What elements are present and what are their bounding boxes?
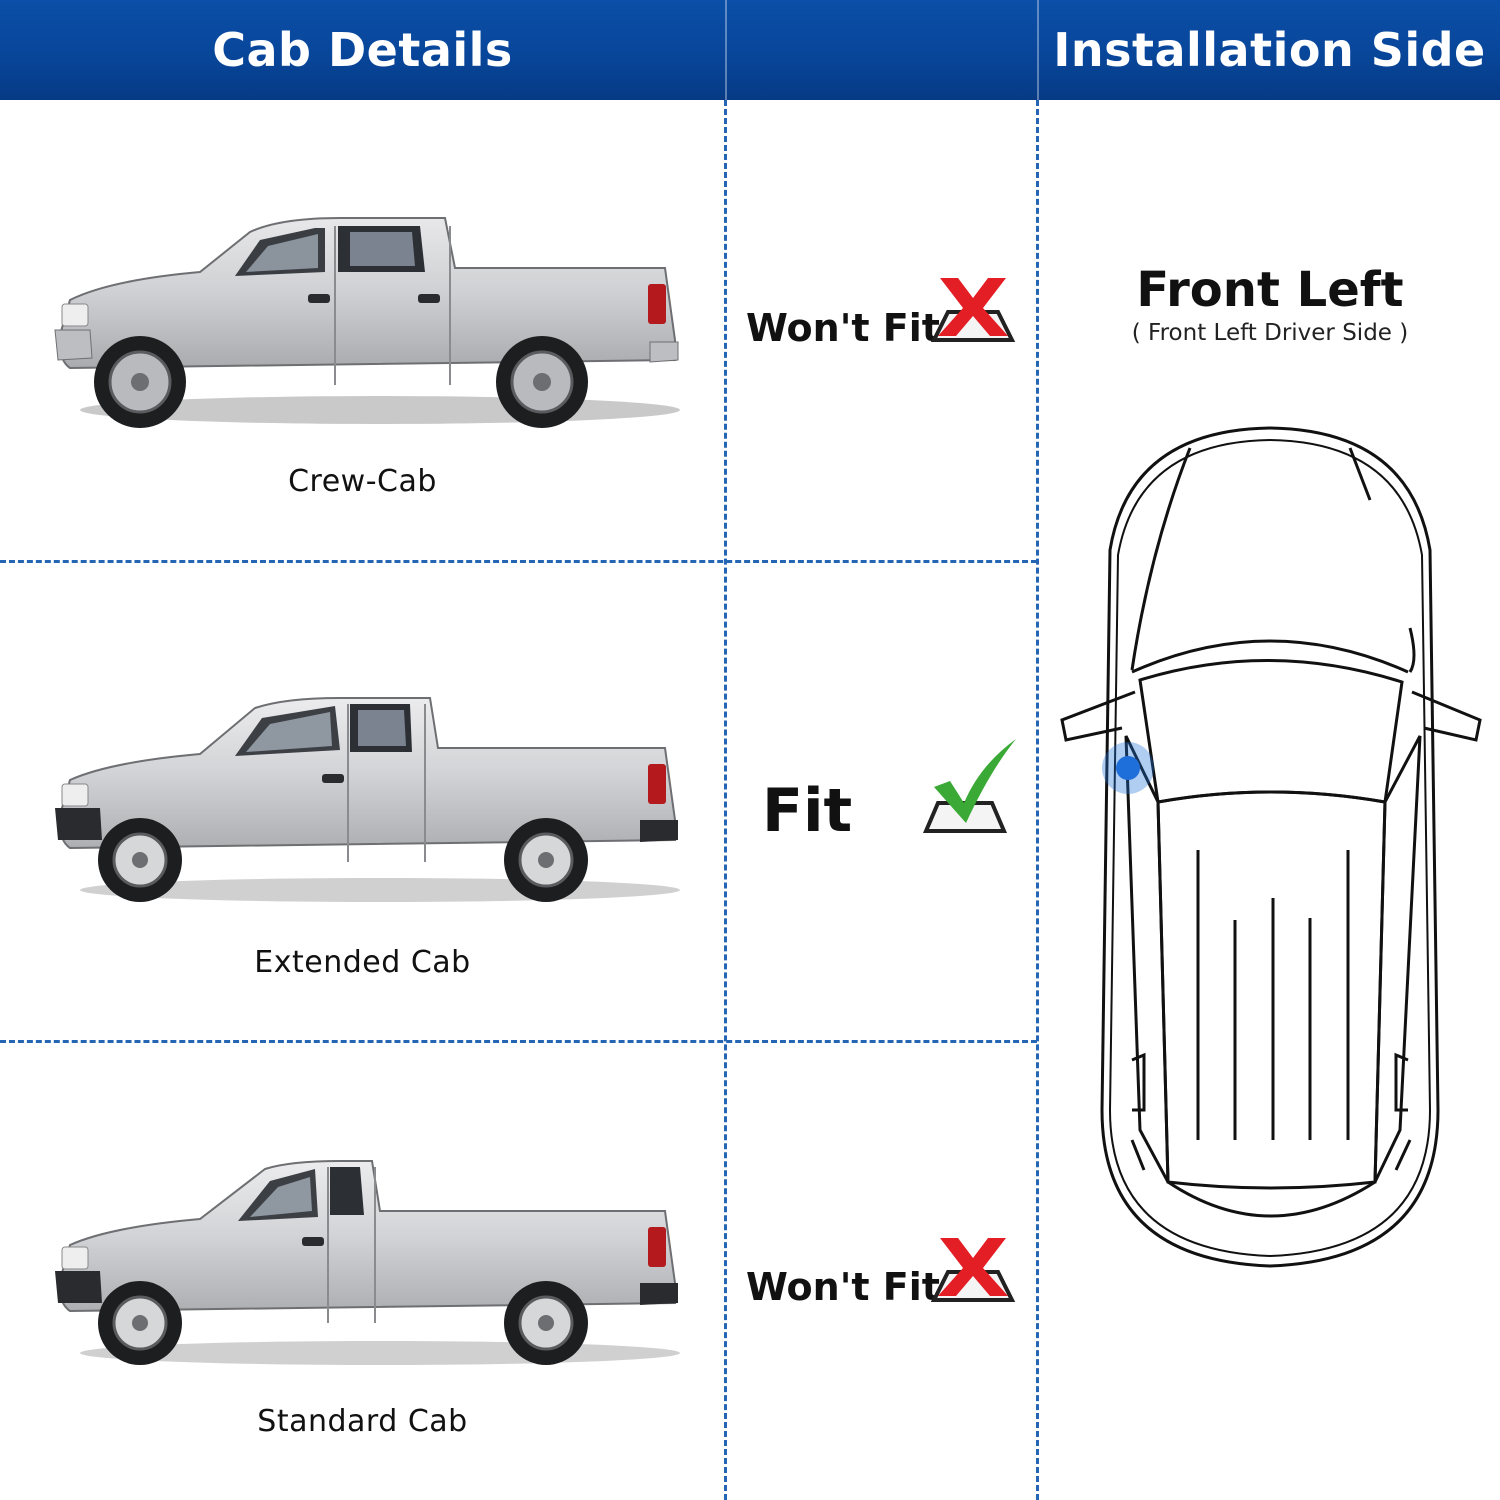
cab-label-standard: Standard Cab (257, 1404, 468, 1439)
fit-status-text: Won't Fit (746, 1265, 940, 1309)
cab-details-heading: Cab Details (212, 23, 513, 77)
header-divider (725, 0, 727, 100)
cab-label-extended: Extended Cab (254, 945, 471, 980)
car-top-view-diagram (1060, 426, 1482, 1268)
column-divider (724, 100, 727, 1500)
installation-side-detail: ( Front Left Driver Side ) (1131, 320, 1409, 346)
fit-checkmark-icon (922, 739, 1016, 833)
standard-cab-truck-image (55, 1160, 680, 1365)
fit-heading (727, 0, 1037, 100)
row-divider (0, 1040, 1037, 1043)
wont-fit-cross-icon (930, 278, 1016, 342)
crew-cab-truck-image (54, 217, 680, 428)
header-divider (1037, 0, 1039, 100)
installation-side-heading: Installation Side (1053, 23, 1486, 77)
extended-cab-truck-image (55, 697, 680, 902)
header-bar: Cab Details Installation Side (0, 0, 1500, 100)
installation-side-title: Front Left (1136, 262, 1404, 318)
row-divider (0, 560, 1037, 563)
fit-status-text: Fit (762, 776, 853, 846)
fit-status-text: Won't Fit (746, 306, 940, 350)
column-divider (1036, 100, 1039, 1500)
installation-marker-dot (1116, 756, 1140, 780)
cab-label-crew: Crew-Cab (288, 464, 437, 499)
wont-fit-cross-icon (930, 1238, 1016, 1302)
